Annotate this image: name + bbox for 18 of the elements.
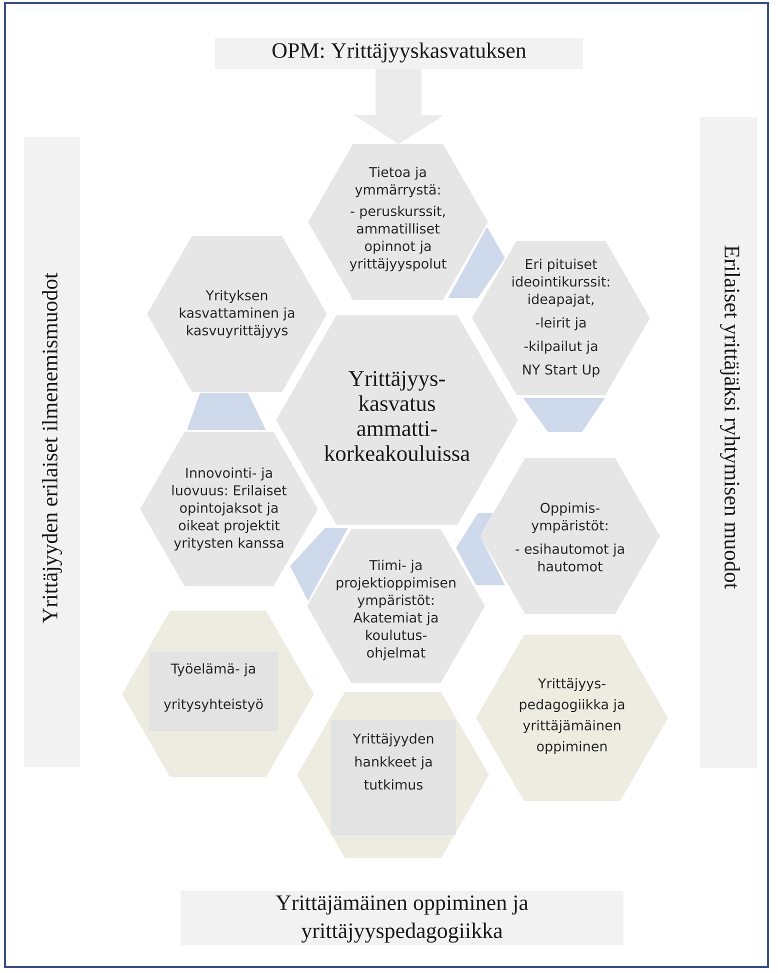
hexagon: Yrityksen kasvattaminen ja kasvuyrittäjyys <box>147 236 327 392</box>
side-banner: Yrittäjyyden erilaiset ilmenemismuodot <box>24 137 80 767</box>
label-box: Työelämä- ja yritysyhteistyö <box>149 652 278 731</box>
corner-band <box>456 513 505 585</box>
node-label: Yrittäjyys- kasvatus ammatti- korkeakouluissa <box>324 370 470 462</box>
label-box: Yrittäjyyden hankkeet ja tutkimus <box>331 720 456 835</box>
hexagon: Tiimi- ja projektioppimisen ympäristöt: Akatemiat ja koulutus- ohjelmat <box>307 528 485 684</box>
hexagon: Tietoa ja ymmärrystä: - peruskurssit, ammatilliset opinnot ja yrittäjyyspolut <box>308 144 488 300</box>
banner-box: Yrittäjämäinen oppiminen ja yrittäjyyspedagogiikka <box>180 891 624 945</box>
hexagon: Oppimis- ympäristöt: - esihautomot ja hautomot <box>480 458 660 614</box>
trapezoid <box>448 227 505 298</box>
trapezoid <box>187 393 266 430</box>
hexagon: Innovointi- ja luovuus: Erilaiset opintojaksot ja oikeat projektit yritysten kanssa <box>140 432 318 586</box>
trapezoid <box>523 398 605 432</box>
hexagon: Eri pituiset ideointikurssit: ideapajat, -leirit ja -kilpailut ja NY Start Up <box>472 240 650 396</box>
side-banner: Erilaiset yrittäjäksi ryhtymisen muodot <box>700 117 757 768</box>
hexagon: Yrittäjyys- pedagogiikka ja yrittäjämäinen oppiminen <box>476 634 668 802</box>
banner-box: OPM: Yrittäjyyskasvatuksen <box>215 38 583 69</box>
